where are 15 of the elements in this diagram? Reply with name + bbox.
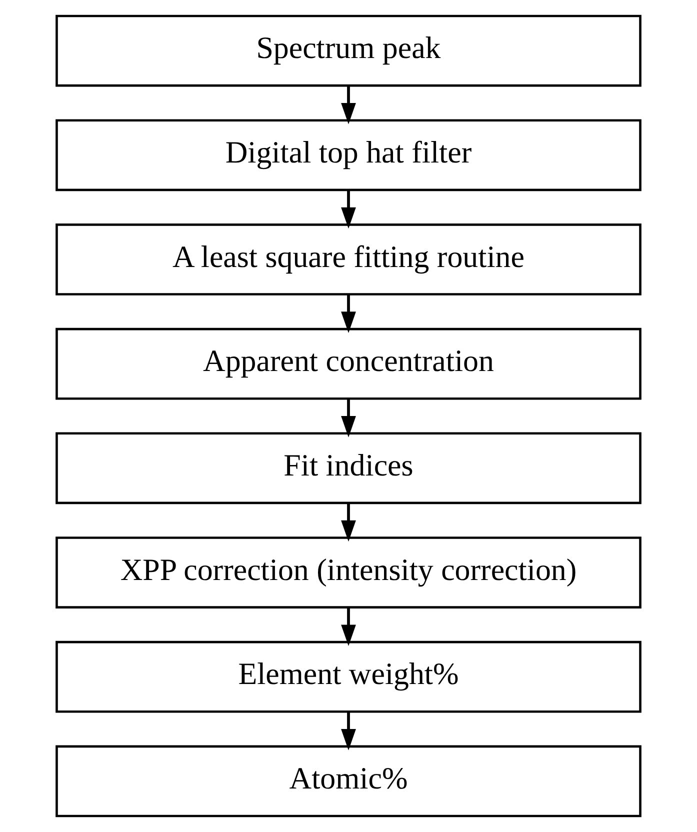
- node-box: Fit indices: [56, 432, 642, 504]
- arrow: [341, 398, 356, 438]
- arrow: [341, 712, 356, 750]
- node-box: XPP correction (intensity correction): [56, 536, 642, 608]
- node-box: Apparent concentration: [56, 328, 642, 400]
- arrow: [341, 294, 356, 333]
- node-box: A least square fitting routine: [56, 224, 642, 296]
- arrow: [341, 607, 356, 646]
- node-box: Digital top hat filter: [56, 119, 642, 192]
- node-box: Spectrum peak: [56, 14, 642, 87]
- arrow: [341, 503, 356, 542]
- arrow: [341, 86, 356, 124]
- node-box: Element weight%: [56, 640, 642, 713]
- node-box: Atomic%: [56, 745, 642, 818]
- arrow: [341, 190, 356, 229]
